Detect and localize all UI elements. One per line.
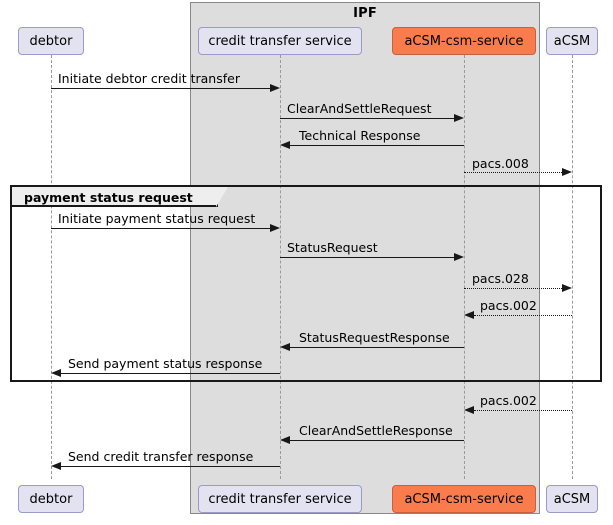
participant-debtor-top[interactable]: debtor <box>18 27 84 55</box>
participant-acsm-csm-service-top[interactable]: aCSM-csm-service <box>392 27 536 55</box>
message-line-send-payment-status-response <box>61 373 280 374</box>
message-arrowhead-send-credit-transfer-response <box>51 461 61 470</box>
participant-label: aCSM-csm-service <box>404 491 524 507</box>
message-label-status-request: StatusRequest <box>287 240 378 255</box>
package-title: IPF <box>353 6 377 21</box>
message-line-clear-and-settle-response <box>290 440 464 441</box>
participant-acsm-csm-service-bottom[interactable]: aCSM-csm-service <box>392 485 536 513</box>
message-arrowhead-status-request <box>454 252 464 261</box>
participant-acsm-top[interactable]: aCSM <box>546 27 598 55</box>
message-line-initiate-debtor-credit-transfer <box>51 88 270 89</box>
message-label-clear-and-settle-request: ClearAndSettleRequest <box>287 101 432 116</box>
message-line-send-credit-transfer-response <box>61 466 280 467</box>
message-label-technical-response: Technical Response <box>299 128 421 143</box>
message-arrowhead-clear-and-settle-request <box>454 113 464 122</box>
lifeline-acsm <box>572 55 573 479</box>
message-arrowhead-technical-response <box>280 140 290 149</box>
lifeline-debtor <box>51 55 52 479</box>
message-label-pacs-008: pacs.008 <box>472 156 529 171</box>
participant-label: debtor <box>29 491 73 507</box>
message-arrowhead-initiate-debtor-credit-transfer <box>270 83 280 92</box>
message-label-pacs-002-status: pacs.002 <box>480 298 537 313</box>
message-line-pacs-008 <box>464 172 562 173</box>
message-line-pacs-002-status <box>474 315 572 316</box>
message-line-initiate-payment-status-request <box>51 228 270 229</box>
participant-label: aCSM <box>553 491 591 507</box>
lifeline-acsm-csm-service <box>464 55 465 479</box>
fragment-payment-status-request <box>10 185 602 382</box>
participant-acsm-bottom[interactable]: aCSM <box>546 485 598 513</box>
participant-debtor-bottom[interactable]: debtor <box>18 485 84 513</box>
message-label-send-payment-status-response: Send payment status response <box>68 356 263 371</box>
message-arrowhead-pacs-008 <box>562 167 572 176</box>
message-arrowhead-status-request-response <box>280 342 290 351</box>
participant-label: credit transfer service <box>208 491 352 507</box>
participant-label: debtor <box>29 33 73 49</box>
message-line-technical-response <box>290 145 464 146</box>
fragment-tab-corner-icon <box>216 187 228 207</box>
message-arrowhead-send-payment-status-response <box>51 368 61 377</box>
message-label-clear-and-settle-response: ClearAndSettleResponse <box>299 423 453 438</box>
message-line-status-request-response <box>290 347 464 348</box>
message-arrowhead-pacs-002-settle <box>464 405 474 414</box>
message-line-status-request <box>280 257 454 258</box>
message-line-pacs-002-settle <box>474 410 572 411</box>
message-line-pacs-028 <box>464 288 562 289</box>
package-ipf: IPF <box>190 2 540 514</box>
fragment-tab <box>12 187 228 207</box>
message-label-initiate-payment-status-request: Initiate payment status request <box>58 211 256 226</box>
message-arrowhead-clear-and-settle-response <box>280 435 290 444</box>
participant-label: credit transfer service <box>208 33 352 49</box>
participant-credit-transfer-service-bottom[interactable]: credit transfer service <box>198 485 362 513</box>
participant-credit-transfer-service-top[interactable]: credit transfer service <box>198 27 362 55</box>
participant-label: aCSM <box>553 33 591 49</box>
message-arrowhead-pacs-028 <box>562 283 572 292</box>
message-line-clear-and-settle-request <box>280 118 454 119</box>
message-label-status-request-response: StatusRequestResponse <box>299 330 450 345</box>
message-label-send-credit-transfer-response: Send credit transfer response <box>68 449 254 464</box>
message-label-pacs-028: pacs.028 <box>472 271 529 286</box>
message-arrowhead-pacs-002-status <box>464 310 474 319</box>
fragment-label: payment status request <box>24 190 193 205</box>
lifeline-credit-transfer-service <box>280 55 281 479</box>
participant-label: aCSM-csm-service <box>404 33 524 49</box>
message-arrowhead-initiate-payment-status-request <box>270 223 280 232</box>
message-label-initiate-debtor-credit-transfer: Initiate debtor credit transfer <box>58 71 240 86</box>
message-label-pacs-002-settle: pacs.002 <box>480 393 537 408</box>
